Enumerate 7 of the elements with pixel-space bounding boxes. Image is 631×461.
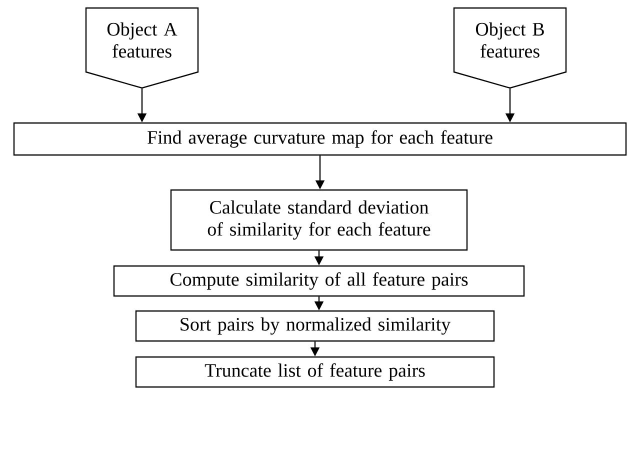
process-box: Sort pairs by normalized similarity [135, 310, 495, 342]
input-pentagon: Object B features [453, 7, 567, 89]
process-box: Compute similarity of all feature pairs [113, 265, 525, 297]
process-box: Find average curvature map for each feature [13, 122, 627, 156]
process-box: Calculate standard deviation of similarity for each feature [170, 189, 468, 251]
process-box: Truncate list of feature pairs [135, 356, 495, 388]
input-pentagon: Object A features [85, 7, 199, 89]
